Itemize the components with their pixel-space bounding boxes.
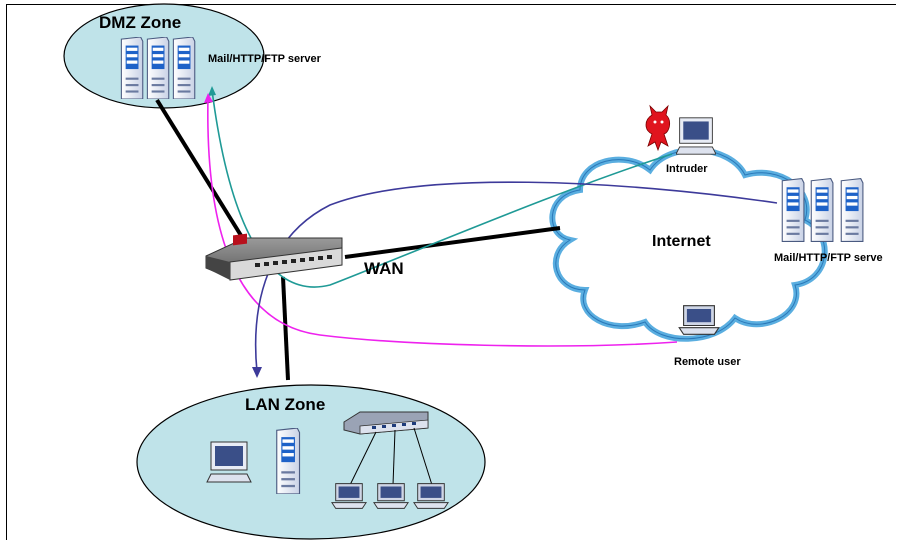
switch-links bbox=[349, 427, 433, 486]
server-icon bbox=[172, 37, 196, 99]
intruder-flow-arrow bbox=[208, 86, 216, 96]
devil-icon bbox=[645, 104, 670, 152]
dmz-link bbox=[155, 98, 252, 252]
cloud-icon bbox=[549, 147, 828, 342]
server-icon bbox=[120, 37, 144, 99]
intruder-label: Intruder bbox=[666, 163, 708, 175]
server-icon bbox=[146, 37, 170, 99]
remote-user-flow bbox=[207, 96, 678, 347]
internet-label: Internet bbox=[652, 233, 711, 250]
wan-label: WAN bbox=[364, 259, 404, 278]
internet-server-flow-arrow bbox=[252, 367, 262, 378]
server-icon bbox=[276, 428, 301, 494]
firewall-icon bbox=[205, 233, 343, 281]
laptop-icon bbox=[373, 483, 409, 509]
desktop-icon bbox=[676, 117, 716, 155]
internet-server-flow bbox=[254, 181, 778, 373]
laptop-icon bbox=[413, 483, 449, 509]
internet-server-label: Mail/HTTP/FTP serve bbox=[774, 252, 883, 264]
remote-user-flow-arrow bbox=[204, 93, 213, 103]
server-icon bbox=[810, 177, 834, 243]
wan-link bbox=[344, 226, 561, 259]
lan-zone-label: LAN Zone bbox=[245, 395, 326, 414]
intruder-flow bbox=[211, 89, 673, 288]
dmz-zone-label: DMZ Zone bbox=[99, 13, 182, 32]
laptop-icon bbox=[678, 305, 720, 335]
desktop-icon bbox=[206, 441, 252, 483]
laptop-icon bbox=[331, 483, 367, 509]
switch-icon bbox=[343, 411, 429, 435]
remote-user-label: Remote user bbox=[674, 356, 741, 368]
diagram-frame bbox=[6, 4, 896, 540]
lan-link bbox=[281, 276, 290, 381]
dmz-server-label: Mail/HTTP/FTP server bbox=[208, 53, 321, 65]
server-icon bbox=[840, 177, 864, 243]
server-icon bbox=[781, 177, 805, 243]
